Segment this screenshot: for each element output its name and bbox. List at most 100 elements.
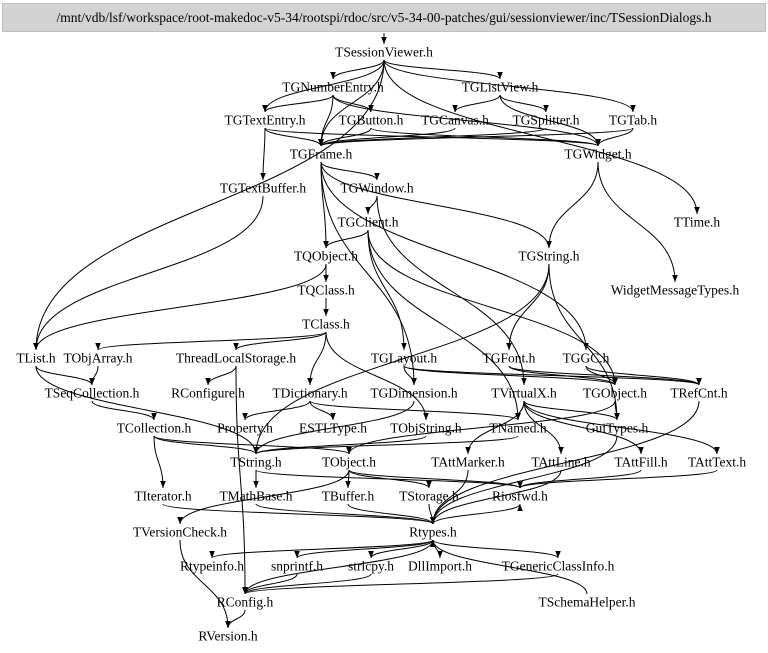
edge-tgobject-to-gui-types (614, 400, 620, 421)
node-tgdimension[interactable]: TGDimension.h (370, 386, 458, 401)
node-tclass[interactable]: TClass.h (302, 317, 350, 332)
node-tstorage[interactable]: TStorage.h (399, 489, 459, 504)
node-tgwidget[interactable]: TGWidget.h (564, 147, 632, 162)
edge-tref-cnt-to-rtypes (430, 400, 700, 525)
node-tgtab[interactable]: TGTab.h (609, 113, 657, 128)
node-tgfont[interactable]: TGFont.h (483, 351, 536, 366)
edge-tglayout-to-tref-cnt (403, 365, 702, 386)
node-tgbutton[interactable]: TGButton.h (339, 113, 404, 128)
edge-tgclient-to-tgobject (367, 229, 618, 386)
node-gui-types[interactable]: GuiTypes.h (586, 421, 649, 436)
node-tgcanvas[interactable]: TGCanvas.h (421, 113, 489, 128)
node-rtypeinfo[interactable]: Rtypeinfo.h (180, 559, 244, 574)
edge-tgwindow-to-tvirtual-x (376, 195, 527, 386)
node-tatt-marker[interactable]: TAttMarker.h (431, 455, 505, 470)
node-widget-message-types[interactable]: WidgetMessageTypes.h (611, 283, 740, 298)
node-tgeneric-class-info[interactable]: TGenericClassInfo.h (502, 559, 615, 574)
edge-gui-types-to-rtypes (430, 435, 618, 525)
node-tlist[interactable]: TList.h (16, 351, 56, 366)
node-tgobject[interactable]: TGObject.h (583, 386, 647, 401)
node-tgclient[interactable]: TGClient.h (337, 215, 398, 230)
edge-tgcanvas-to-tgframe (318, 127, 456, 147)
edge-tgtext-entry-to-tgtext-buffer (260, 127, 266, 181)
node-tgstring[interactable]: TGString.h (518, 249, 579, 264)
node-strlcpy[interactable]: strlcpy.h (348, 559, 394, 574)
edge-tggc-to-tgobject (585, 365, 618, 386)
node-tobj-array[interactable]: TObjArray.h (64, 351, 133, 366)
edge-tclass-to-tdictionary (307, 331, 327, 386)
edge-tglayout-to-tgdimension (403, 365, 417, 386)
node-tstring[interactable]: TString.h (230, 455, 282, 470)
node-tdictionary[interactable]: TDictionary.h (272, 386, 347, 401)
node-tbuffer[interactable]: TBuffer.h (322, 489, 375, 504)
node-ttime[interactable]: TTime.h (674, 215, 721, 230)
edge-tglist-view-to-tgsplitter (499, 94, 549, 113)
edge-tlist-to-tstring (35, 365, 259, 455)
edge-tgframe-to-tgstring (320, 161, 552, 249)
node-tqobject[interactable]: TQObject.h (294, 249, 358, 264)
edge-tgeneric-class-info-to-rconfig (242, 573, 559, 595)
node-tmath-base[interactable]: TMathBase.h (219, 489, 292, 504)
edge-tgstring-to-tstring (253, 263, 550, 455)
node-snprintf[interactable]: snprintf.h (271, 559, 323, 574)
node-tcollection[interactable]: TCollection.h (117, 421, 192, 436)
edge-rtypes-to-rtypeinfo (209, 539, 434, 559)
edge-tgframe-to-tgwindow (320, 161, 380, 181)
node-tschema-helper[interactable]: TSchemaHelper.h (538, 595, 635, 610)
edge-tobject-to-tversion-check (177, 469, 350, 525)
edge-tgclient-to-tnamed (367, 229, 521, 421)
node-property[interactable]: Property.h (217, 421, 273, 436)
edge-tatt-text-to-riosfwd (517, 469, 718, 489)
node-tglayout[interactable]: TGLayout.h (371, 351, 438, 366)
node-tqclass[interactable]: TQClass.h (297, 283, 355, 298)
node-rtypes[interactable]: Rtypes.h (409, 525, 457, 540)
edge-thread-local-storage-to-rconfig (235, 365, 248, 595)
node-tversion-check[interactable]: TVersionCheck.h (133, 525, 227, 540)
node-tvirtual-x[interactable]: TVirtualX.h (491, 386, 557, 401)
node-tggc[interactable]: TGGC.h (563, 351, 610, 366)
node-tgframe[interactable]: TGFrame.h (290, 147, 353, 162)
node-rconfig[interactable]: RConfig.h (217, 595, 274, 610)
node-rconfigure[interactable]: RConfigure.h (171, 386, 245, 401)
node-tnamed[interactable]: TNamed.h (489, 421, 547, 436)
edge-tseq-collection-to-tcollection (91, 400, 157, 421)
node-tseq-collection[interactable]: TSeqCollection.h (45, 386, 140, 401)
node-estltype[interactable]: ESTLType.h (299, 421, 367, 436)
edge-tgtext-entry-to-tgframe (264, 127, 324, 147)
edge-tgnumber-entry-to-tgwidget (332, 94, 601, 147)
edge-rconfig-to-rversion (225, 609, 246, 629)
node-tgsplitter[interactable]: TGSplitter.h (512, 113, 579, 128)
edge-tgfont-to-tgobject (508, 365, 618, 386)
node-tgnumber-entry[interactable]: TGNumberEntry.h (282, 80, 384, 95)
edge-tschema-helper-to-rtypes (430, 539, 588, 595)
node-titerator[interactable]: TIterator.h (134, 489, 192, 504)
edge-tcollection-to-tobject (153, 435, 352, 455)
node-riosfwd[interactable]: Riosfwd.h (492, 489, 548, 504)
root-file-node[interactable]: /mnt/vdb/lsf/workspace/root-makedoc-v5-3… (2, 3, 766, 32)
node-tobj-string[interactable]: TObjString.h (390, 421, 462, 436)
node-tgwindow[interactable]: TGWindow.h (340, 181, 413, 196)
node-tatt-line[interactable]: TAttLine.h (531, 455, 591, 470)
node-tglist-view[interactable]: TGListView.h (462, 80, 539, 95)
edge-tgframe-to-tggc (320, 161, 589, 351)
node-tatt-text[interactable]: TAttText.h (688, 455, 747, 470)
edge-tgframe-to-tgdimension (320, 161, 417, 386)
edge-tatt-marker-to-rtypes (430, 469, 469, 525)
edge-tgtab-to-tgwidget (595, 127, 634, 147)
node-tatt-fill[interactable]: TAttFill.h (614, 455, 668, 470)
node-thread-local-storage[interactable]: ThreadLocalStorage.h (176, 351, 297, 366)
edge-tcollection-to-tstring (153, 435, 259, 455)
node-tref-cnt[interactable]: TRefCnt.h (670, 386, 728, 401)
node-dll-import[interactable]: DllImport.h (408, 559, 472, 574)
edge-tgnumber-entry-to-tgtext-entry (262, 94, 334, 113)
edge-tgtext-buffer-to-tlist (33, 195, 264, 351)
edge-tglist-view-to-tgcanvas (452, 94, 501, 113)
node-tobject[interactable]: TObject.h (322, 455, 376, 470)
node-tsession-viewer[interactable]: TSessionViewer.h (335, 45, 433, 60)
edge-tglist-view-to-tgwidget (499, 94, 601, 147)
edge-rtypes-to-rconfig (242, 539, 434, 595)
node-tgtext-entry[interactable]: TGTextEntry.h (224, 113, 305, 128)
node-rversion[interactable]: RVersion.h (198, 629, 258, 644)
node-tgtext-buffer[interactable]: TGTextBuffer.h (220, 181, 306, 196)
